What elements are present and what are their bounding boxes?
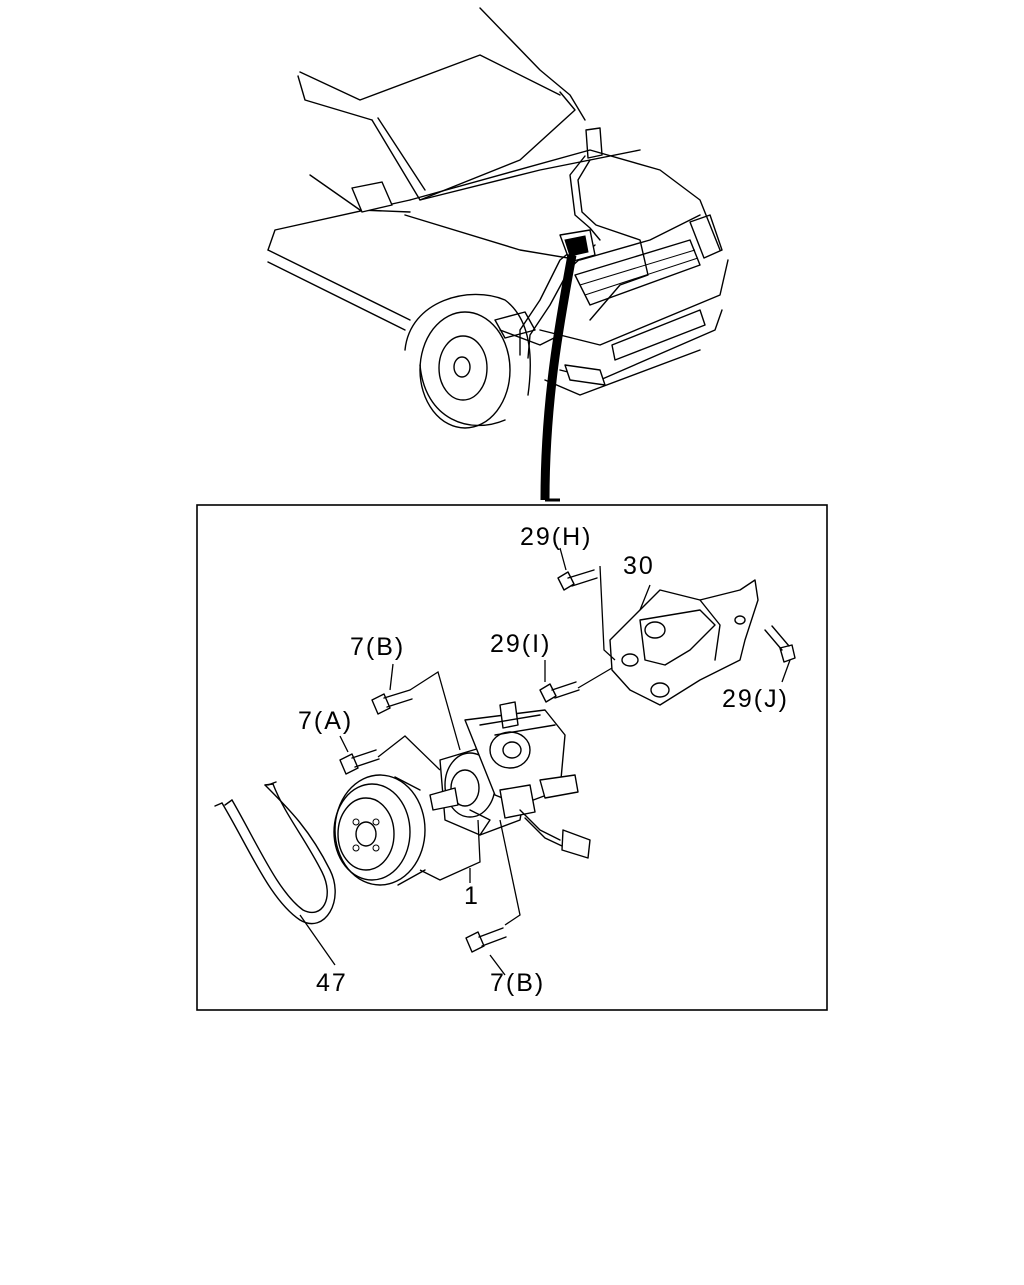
- bolt-7b-top: [371, 689, 413, 715]
- vehicle-illustration: [267, 7, 729, 502]
- label-7b-top: 7(B): [350, 633, 405, 661]
- label-30: 30: [623, 552, 655, 580]
- label-47: 47: [316, 969, 348, 997]
- bolt-29i: [539, 681, 580, 703]
- label-7a: 7(A): [298, 707, 353, 735]
- callout-labels: 29(H) 30 7(B) 29(I) 7(A) 29(J) 1 47 7(B): [298, 523, 789, 997]
- bolt-7b-bottom: [465, 927, 507, 953]
- power-steering-pump: [429, 701, 591, 859]
- bolt-7a: [339, 749, 380, 775]
- label-29h: 29(H): [520, 523, 593, 551]
- pump-pulley: [333, 774, 426, 886]
- bolt-29h: [557, 569, 598, 591]
- drive-belt: [214, 781, 336, 925]
- label-7b-bottom: 7(B): [490, 969, 545, 997]
- pump-bracket: [609, 579, 759, 706]
- label-29j: 29(J): [722, 685, 789, 713]
- detail-frame: [196, 504, 828, 1011]
- label-1: 1: [464, 882, 480, 910]
- bolt-29j: [764, 625, 796, 663]
- leader-lines: [299, 547, 791, 976]
- label-29i: 29(I): [490, 630, 551, 658]
